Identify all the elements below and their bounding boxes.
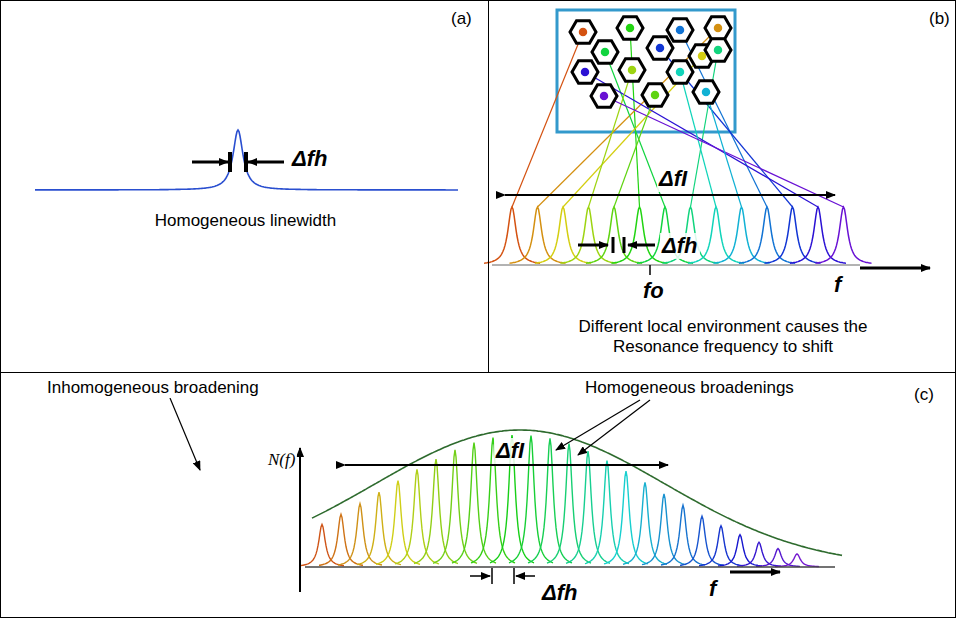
panel-a-art [35,130,458,190]
panel-a: (a) Homogeneous linewidth [0,0,489,373]
panel-b-art [484,17,872,265]
panel-b-marks [505,195,930,275]
width-symbol: ΔfI [657,166,689,192]
panel-c-art [300,430,842,567]
caption-text: Different local environment causes the R… [558,317,888,357]
linewidth-symbol: Δfh [660,233,700,259]
caption-text: Homogeneous linewidth [155,211,336,231]
axis-label: f [832,272,843,298]
panel-c-marks [170,398,780,592]
width-symbol: ΔfI [494,438,526,464]
panel-b: (b) Different local environment causes th… [488,0,956,373]
linewidth-symbol: Δfh [290,146,330,172]
linewidth-symbol: Δfh [540,580,580,606]
frequency-symbol: fo [641,278,666,304]
axis-label: f [707,576,718,602]
panel-letter: (c) [914,385,934,405]
panel-letter: (a) [451,9,472,29]
annotation: Homogeneous broadenings [583,378,796,398]
panel-c: (c) [0,372,956,618]
panel-letter: (b) [929,9,950,29]
annotation: Inhomogeneous broadening [45,378,261,398]
axis-label: N(f) [266,450,297,470]
